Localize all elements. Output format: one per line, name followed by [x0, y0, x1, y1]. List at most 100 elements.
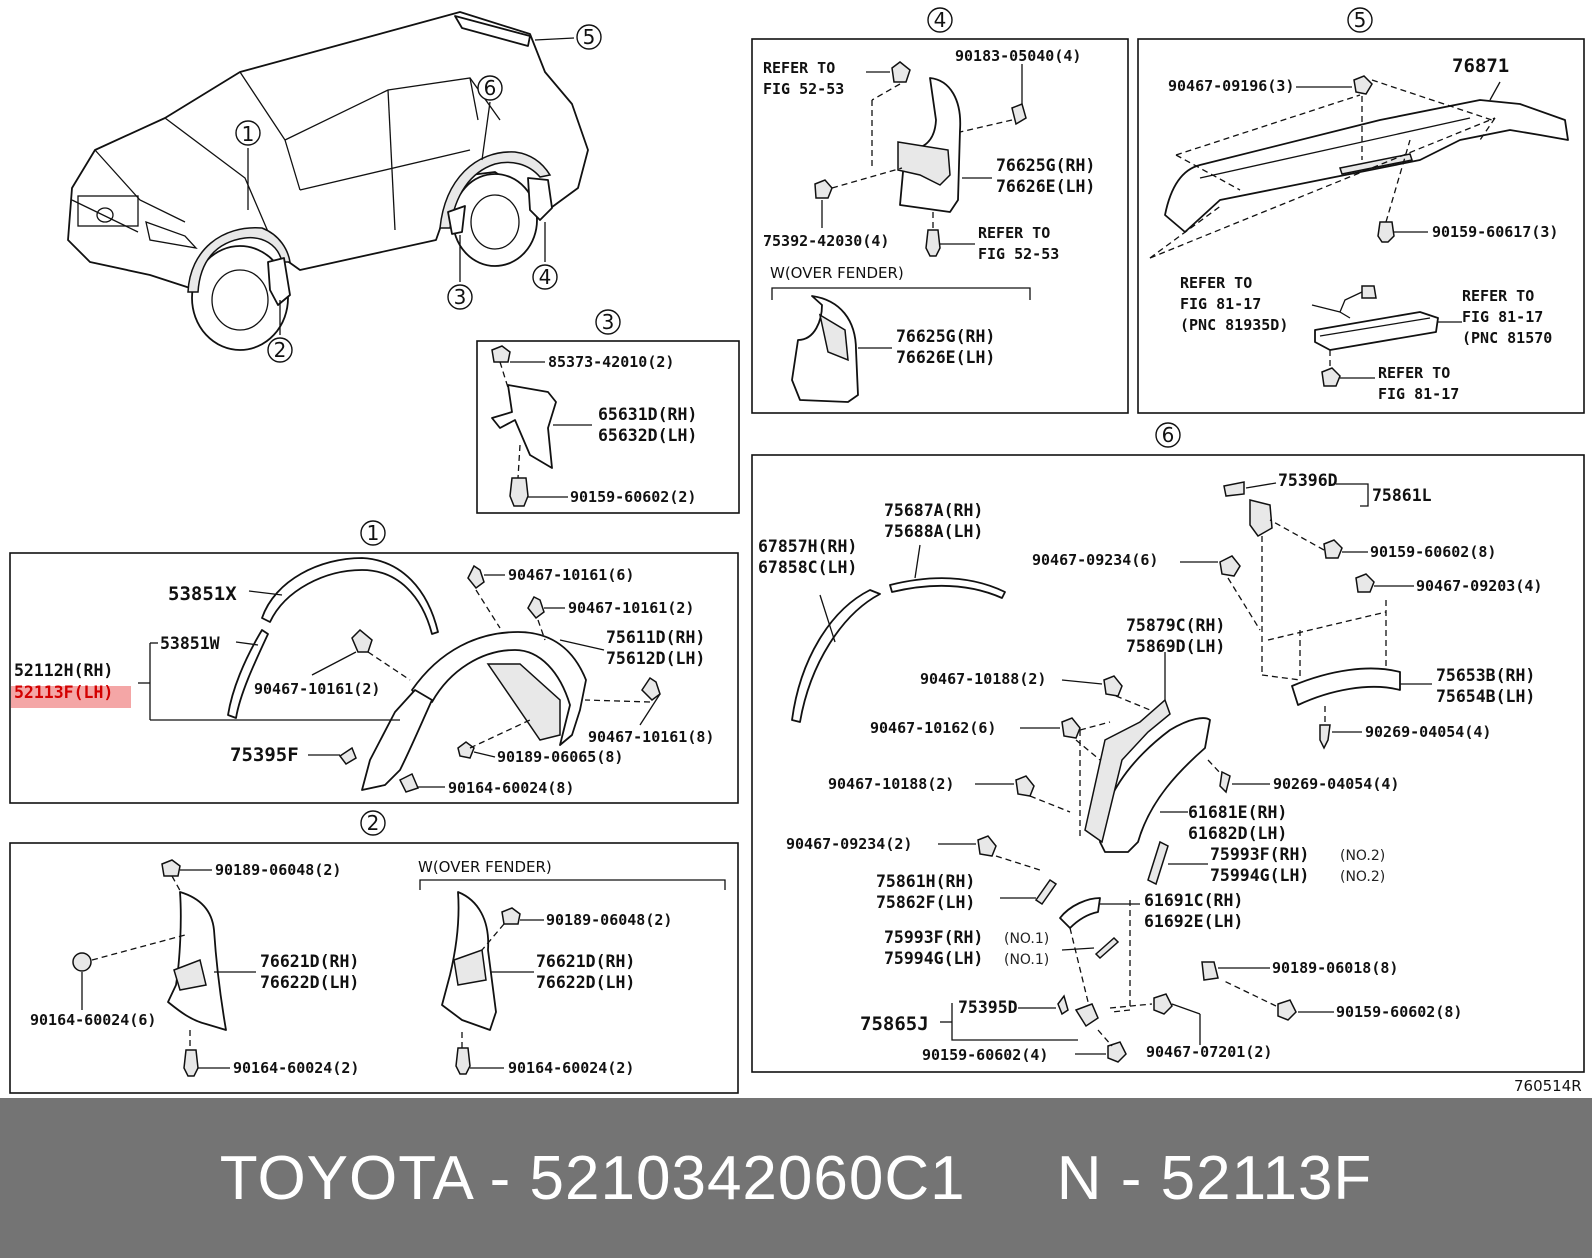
svg-text:3: 3 — [602, 310, 615, 334]
drawing-id: 760514R — [1514, 1077, 1582, 1095]
svg-text:75653B(RH): 75653B(RH) — [1436, 666, 1535, 685]
svg-text:76621D(RH): 76621D(RH) — [260, 952, 359, 971]
svg-text:(PNC 81570: (PNC 81570 — [1462, 329, 1552, 347]
svg-text:76626E(LH): 76626E(LH) — [896, 348, 995, 367]
footer-text: TOYOTA - 5210342060C1 N - 52113F — [219, 1143, 1373, 1213]
svg-text:90269-04054(4): 90269-04054(4) — [1365, 723, 1491, 741]
svg-text:W(OVER FENDER): W(OVER FENDER) — [770, 264, 904, 282]
svg-text:1: 1 — [242, 122, 255, 146]
svg-text:90467-10188(2): 90467-10188(2) — [920, 670, 1046, 688]
svg-text:90164-60024(2): 90164-60024(2) — [233, 1059, 359, 1077]
svg-text:75395D: 75395D — [958, 998, 1018, 1017]
svg-text:90183-05040(4): 90183-05040(4) — [955, 47, 1081, 65]
section-4-rear-mudguard: 4 REFER TO FIG 52-53 90183-05040(4) 7539… — [751, 7, 1129, 414]
svg-text:W(OVER FENDER): W(OVER FENDER) — [418, 858, 552, 876]
svg-text:REFER TO: REFER TO — [763, 59, 835, 77]
svg-text:67857H(RH): 67857H(RH) — [758, 537, 857, 556]
svg-text:2: 2 — [367, 811, 380, 835]
svg-text:90189-06048(2): 90189-06048(2) — [546, 911, 672, 929]
svg-text:90189-06048(2): 90189-06048(2) — [215, 861, 341, 879]
svg-text:75861H(RH): 75861H(RH) — [876, 872, 975, 891]
svg-text:FIG 81-17: FIG 81-17 — [1180, 295, 1261, 313]
svg-text:75395F: 75395F — [230, 744, 299, 766]
svg-text:76622D(LH): 76622D(LH) — [260, 973, 359, 992]
svg-text:76625G(RH): 76625G(RH) — [996, 156, 1095, 175]
svg-text:75993F(RH): 75993F(RH) — [1210, 845, 1309, 864]
svg-text:90467-10161(2): 90467-10161(2) — [254, 680, 380, 698]
svg-text:2: 2 — [274, 338, 287, 362]
svg-text:90269-04054(4): 90269-04054(4) — [1273, 775, 1399, 793]
highlight-52113F — [11, 686, 131, 708]
svg-text:90467-09234(2): 90467-09234(2) — [786, 835, 912, 853]
svg-text:61692E(LH): 61692E(LH) — [1144, 912, 1243, 931]
svg-text:76621D(RH): 76621D(RH) — [536, 952, 635, 971]
svg-text:90189-06018(8): 90189-06018(8) — [1272, 959, 1398, 977]
svg-text:67858C(LH): 67858C(LH) — [758, 558, 857, 577]
svg-text:75994G(LH): 75994G(LH) — [1210, 866, 1309, 885]
svg-text:90467-09203(4): 90467-09203(4) — [1416, 577, 1542, 595]
svg-text:REFER TO: REFER TO — [978, 224, 1050, 242]
section-2-front-mudguard: 2 90189-06048(2) W(OVER FENDER) 76621D(R… — [9, 810, 739, 1094]
svg-text:6: 6 — [1162, 423, 1175, 447]
svg-text:90467-09196(3): 90467-09196(3) — [1168, 77, 1294, 95]
svg-text:61682D(LH): 61682D(LH) — [1188, 824, 1287, 843]
svg-text:75654B(LH): 75654B(LH) — [1436, 687, 1535, 706]
svg-text:(PNC 81935D): (PNC 81935D) — [1180, 316, 1288, 334]
svg-text:FIG 81-17: FIG 81-17 — [1462, 308, 1543, 326]
vehicle-callouts: 1 2 3 4 5 6 — [235, 24, 602, 363]
svg-text:76871: 76871 — [1452, 55, 1509, 77]
svg-text:5: 5 — [1354, 8, 1367, 32]
svg-text:75611D(RH): 75611D(RH) — [606, 628, 705, 647]
svg-text:76622D(LH): 76622D(LH) — [536, 973, 635, 992]
svg-text:76625G(RH): 76625G(RH) — [896, 327, 995, 346]
highlighted-part-52113F: 52113F(LH) — [14, 683, 113, 702]
svg-text:90159-60602(2): 90159-60602(2) — [570, 488, 696, 506]
svg-text:75869D(LH): 75869D(LH) — [1126, 637, 1225, 656]
svg-text:75861L: 75861L — [1372, 486, 1432, 505]
svg-text:65632D(LH): 65632D(LH) — [598, 426, 697, 445]
svg-text:90189-06065(8): 90189-06065(8) — [497, 748, 623, 766]
svg-text:90467-07201(2): 90467-07201(2) — [1146, 1043, 1272, 1061]
svg-text:1: 1 — [367, 521, 380, 545]
section-6-rear-fender-flare: 6 67857H(RH) 67858C(LH) 75687A(RH) 75688… — [751, 422, 1585, 1073]
svg-text:75879C(RH): 75879C(RH) — [1126, 616, 1225, 635]
svg-text:4: 4 — [539, 265, 552, 289]
svg-text:3: 3 — [454, 285, 467, 309]
svg-text:FIG 52-53: FIG 52-53 — [763, 80, 844, 98]
svg-text:90467-09234(6): 90467-09234(6) — [1032, 551, 1158, 569]
svg-text:65631D(RH): 65631D(RH) — [598, 405, 697, 424]
section-3-mudguard-bracket: 3 85373-42010(2) 65631D(RH) 65632D(LH) 9… — [476, 309, 740, 514]
svg-text:61691C(RH): 61691C(RH) — [1144, 891, 1243, 910]
svg-text:REFER TO: REFER TO — [1462, 287, 1534, 305]
svg-text:REFER TO: REFER TO — [1378, 364, 1450, 382]
svg-text:90467-10188(2): 90467-10188(2) — [828, 775, 954, 793]
svg-text:90467-10162(6): 90467-10162(6) — [870, 719, 996, 737]
svg-text:75392-42030(4): 75392-42030(4) — [763, 232, 889, 250]
svg-text:FIG 52-53: FIG 52-53 — [978, 245, 1059, 263]
svg-text:(NO.1): (NO.1) — [1004, 931, 1049, 947]
svg-text:5: 5 — [583, 25, 596, 49]
svg-text:90467-10161(8): 90467-10161(8) — [588, 728, 714, 746]
svg-text:75994G(LH): 75994G(LH) — [884, 949, 983, 968]
svg-text:4: 4 — [934, 8, 947, 32]
svg-text:(NO.1): (NO.1) — [1004, 952, 1049, 968]
svg-text:REFER TO: REFER TO — [1180, 274, 1252, 292]
svg-text:(NO.2): (NO.2) — [1340, 848, 1385, 864]
svg-text:75687A(RH): 75687A(RH) — [884, 501, 983, 520]
footer-banner: TOYOTA - 5210342060C1 N - 52113F — [0, 1098, 1592, 1258]
svg-text:85373-42010(2): 85373-42010(2) — [548, 353, 674, 371]
svg-text:75865J: 75865J — [860, 1013, 929, 1035]
svg-text:53851W: 53851W — [160, 634, 220, 653]
svg-text:75612D(LH): 75612D(LH) — [606, 649, 705, 668]
svg-text:6: 6 — [484, 76, 497, 100]
vehicle-overview — [67, 11, 589, 351]
svg-text:75862F(LH): 75862F(LH) — [876, 893, 975, 912]
svg-text:53851X: 53851X — [168, 583, 237, 605]
svg-text:90159-60617(3): 90159-60617(3) — [1432, 223, 1558, 241]
section-1-front-fender-flare: 1 53851X 53851W 52112H( — [9, 520, 739, 804]
section-5-rear-spoiler: 5 90467-09196(3) 76871 90159-60617(3) RE… — [1137, 7, 1585, 414]
svg-text:90159-60602(8): 90159-60602(8) — [1336, 1003, 1462, 1021]
svg-text:90159-60602(4): 90159-60602(4) — [922, 1046, 1048, 1064]
svg-text:90164-60024(8): 90164-60024(8) — [448, 779, 574, 797]
svg-text:90164-60024(6): 90164-60024(6) — [30, 1011, 156, 1029]
